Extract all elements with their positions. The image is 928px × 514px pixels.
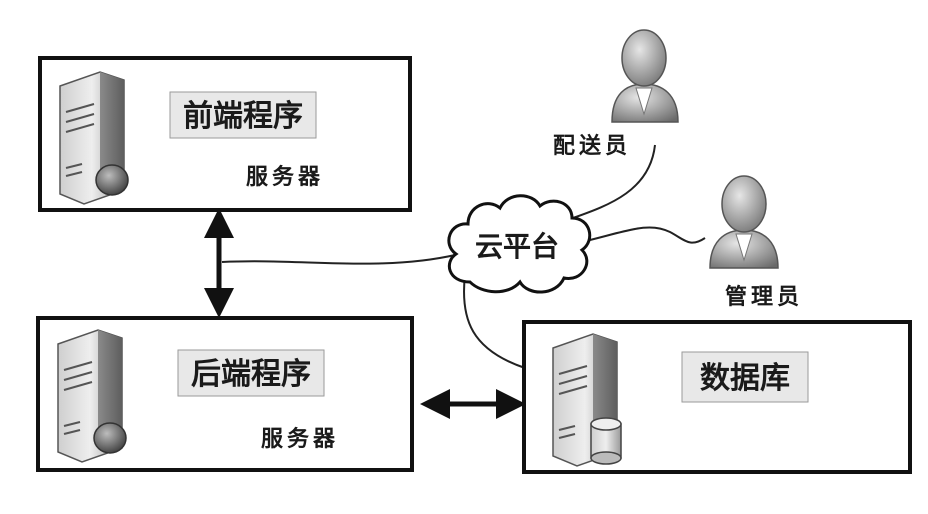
admin-label: 管理员 xyxy=(725,284,803,310)
person-icon xyxy=(710,176,778,268)
courier-label: 配送员 xyxy=(553,133,631,159)
person-icon xyxy=(612,30,678,122)
link-cloud-admin xyxy=(590,227,705,242)
database-server-box: 数据库 xyxy=(524,322,910,472)
backend-program-label: 后端程序 xyxy=(191,357,311,392)
server-icon xyxy=(60,72,128,204)
link-frontend-cloud xyxy=(222,255,455,264)
database-server-icon xyxy=(553,334,621,466)
frontend-server-box: 前端程序 服务器 xyxy=(40,58,410,210)
frontend-server-label: 服务器 xyxy=(246,164,324,190)
cloud-platform-label: 云平台 xyxy=(475,230,559,263)
backend-server-label: 服务器 xyxy=(261,426,339,452)
cloud-icon: 云平台 xyxy=(449,196,590,292)
frontend-program-label: 前端程序 xyxy=(183,99,303,134)
backend-server-box: 后端程序 服务器 xyxy=(38,318,412,470)
server-icon xyxy=(58,330,126,462)
database-label: 数据库 xyxy=(700,361,790,396)
